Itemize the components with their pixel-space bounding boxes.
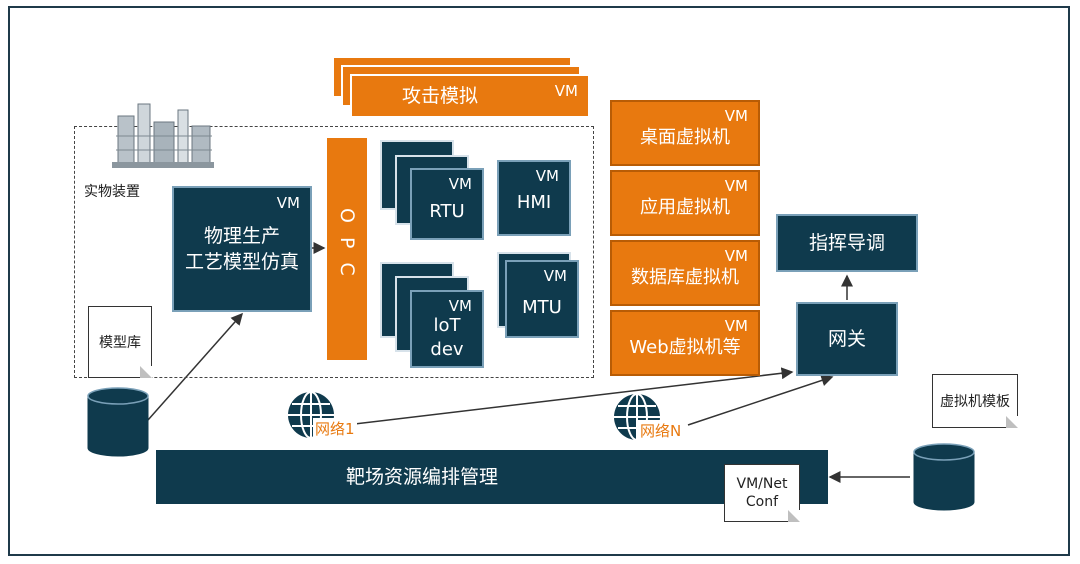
rtu-label: RTU	[429, 201, 465, 222]
hmi-box[interactable]: VM HMI	[497, 160, 571, 236]
vm-tag: VM	[724, 107, 748, 125]
range-management-label: 靶场资源编排管理	[345, 466, 498, 488]
command-label: 指挥导调	[808, 232, 885, 254]
db-vm-label: 数据库虚拟机	[631, 267, 739, 288]
range-management-bar[interactable]: 靶场资源编排管理	[156, 450, 828, 504]
document-fold-icon	[788, 510, 800, 522]
physical-device-label: 实物装置	[84, 184, 140, 200]
database-cylinder-icon	[912, 442, 976, 512]
model-library-doc: 模型库	[88, 306, 152, 378]
mtu-box[interactable]: VM MTU	[505, 260, 579, 338]
vm-net-conf-label: VM/Net Conf	[736, 476, 788, 510]
physical-sim-label: 物理生产 工艺模型仿真	[184, 225, 299, 273]
web-vm-label: Web虚拟机等	[629, 337, 741, 358]
arrow-net1-to-gateway	[345, 367, 794, 426]
db-vm-box[interactable]: VM 数据库虚拟机	[610, 240, 760, 306]
app-vm-label: 应用虚拟机	[640, 197, 730, 218]
app-vm-box[interactable]: VM 应用虚拟机	[610, 170, 760, 236]
vm-tag: VM	[535, 167, 559, 185]
desktop-vm-label: 桌面虚拟机	[640, 127, 730, 148]
attack-sim-label: 攻击模拟	[401, 85, 478, 107]
networkN-label: 网络N	[638, 420, 684, 441]
gateway-box[interactable]: 网关	[796, 302, 898, 376]
industrial-plant-icon	[108, 96, 218, 176]
mtu-label: MTU	[522, 297, 562, 318]
vm-tag: VM	[448, 175, 472, 193]
physical-zone	[74, 126, 594, 378]
arrow-db-to-sim	[147, 312, 243, 421]
model-library-label: 模型库	[99, 335, 141, 351]
vm-tag: VM	[543, 267, 567, 285]
opc-bar[interactable]: OPC	[327, 138, 367, 360]
vm-template-doc: 虚拟机模板	[932, 374, 1018, 428]
vm-tag: VM	[724, 317, 748, 335]
vm-tag: VM	[554, 82, 578, 100]
iot-box[interactable]: VM loT dev	[410, 290, 484, 368]
physical-sim-box[interactable]: VM 物理生产 工艺模型仿真	[172, 186, 312, 312]
vm-net-conf-doc: VM/Net Conf	[724, 464, 800, 522]
vm-tag: VM	[724, 177, 748, 195]
opc-label: OPC	[336, 208, 358, 290]
hmi-label: HMI	[516, 192, 552, 213]
vm-tag: VM	[276, 194, 300, 212]
gateway-label: 网关	[827, 328, 866, 350]
vm-tag: VM	[724, 247, 748, 265]
vm-tag: VM	[448, 297, 472, 315]
document-fold-icon	[1006, 416, 1018, 428]
vm-template-label: 虚拟机模板	[940, 394, 1010, 410]
network1-label: 网络1	[313, 418, 357, 439]
database-cylinder-icon	[86, 386, 150, 458]
iot-label: loT dev	[430, 315, 464, 360]
attack-sim-box[interactable]: VM 攻击模拟	[350, 74, 590, 118]
web-vm-box[interactable]: VM Web虚拟机等	[610, 310, 760, 376]
arrow-netN-to-gateway	[687, 374, 834, 426]
command-box[interactable]: 指挥导调	[776, 214, 918, 272]
rtu-box[interactable]: VM RTU	[410, 168, 484, 240]
desktop-vm-box[interactable]: VM 桌面虚拟机	[610, 100, 760, 166]
document-fold-icon	[140, 366, 152, 378]
